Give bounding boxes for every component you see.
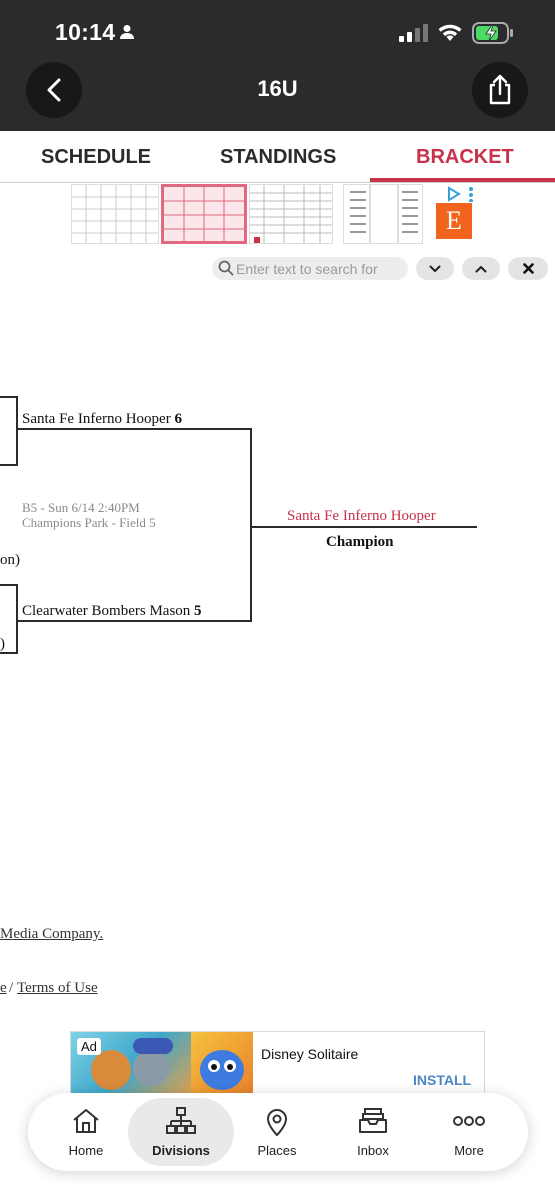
tab-schedule[interactable]: SCHEDULE [41, 146, 152, 168]
ad-install-button[interactable]: INSTALL [413, 1072, 472, 1088]
close-icon [522, 263, 534, 274]
search-icon [218, 260, 234, 281]
battery-charging-icon [472, 22, 514, 49]
company-link[interactable]: Media Company. [0, 926, 104, 942]
game-info[interactable]: B5 - Sun 6/14 2:40PM Champions Park - Fi… [22, 500, 156, 530]
active-tab-indicator [370, 178, 555, 182]
ad-thumbnail [71, 184, 159, 244]
home-icon [71, 1106, 101, 1141]
cut-off-text: ) [0, 636, 5, 652]
ad-title: Disney Solitaire [261, 1046, 359, 1062]
back-button[interactable] [26, 62, 82, 118]
ad-image [191, 1032, 253, 1098]
champion-team[interactable]: Santa Fe Inferno Hooper [287, 508, 436, 524]
ad-badge: Ad [77, 1038, 101, 1055]
etsy-logo: E [436, 203, 472, 239]
bracket-line [0, 652, 18, 654]
divisions-icon [166, 1106, 196, 1143]
ad-thumbnail [343, 184, 423, 244]
chevron-left-icon [47, 78, 61, 102]
search-input[interactable] [236, 258, 404, 279]
home-indicator-area [0, 1187, 555, 1200]
bracket-line [18, 620, 252, 622]
nav-label: More [454, 1143, 484, 1158]
bracket-line [0, 464, 18, 466]
bracket-team-top[interactable]: Santa Fe Inferno Hooper 6 [22, 411, 182, 428]
bracket-line [0, 584, 18, 586]
bracket-line [250, 428, 252, 622]
page-title: 16U [257, 76, 298, 101]
location-pin-icon [264, 1106, 290, 1143]
team-score: 5 [194, 603, 202, 619]
bracket-line [16, 584, 18, 654]
champion-label: Champion [326, 534, 394, 550]
search-box[interactable] [212, 257, 408, 280]
bracket-line [16, 396, 18, 466]
nav-label: Home [68, 1143, 104, 1158]
nav-divisions[interactable]: Divisions [128, 1098, 234, 1166]
ad-choices-icon[interactable] [447, 186, 475, 207]
person-icon [119, 24, 135, 45]
chevron-down-icon [429, 265, 441, 272]
nav-home[interactable]: Home [38, 1093, 134, 1171]
bracket-line [0, 396, 18, 398]
game-code: B5 - Sun 6/14 2:40PM [22, 500, 140, 515]
signal-icon [399, 24, 429, 47]
privacy-link[interactable]: e [0, 980, 7, 996]
share-icon [489, 74, 511, 105]
ad-thumbnail [161, 184, 247, 244]
footer-separator: / [9, 980, 14, 996]
bottom-ad-banner[interactable]: Ad Disney Solitaire INSTALL [70, 1031, 485, 1098]
cut-off-text: on) [0, 552, 20, 568]
tab-bar: SCHEDULE STANDINGS BRACKET [0, 131, 555, 183]
nav-label: Inbox [357, 1143, 389, 1158]
nav-more[interactable]: More [421, 1093, 517, 1171]
ad-thumbnail [249, 184, 333, 244]
wifi-icon [437, 22, 463, 47]
app-header: 10:14 16U [0, 0, 555, 131]
nav-label: Divisions [152, 1143, 210, 1158]
tab-bracket[interactable]: BRACKET [416, 146, 514, 168]
search-next-button[interactable] [416, 257, 454, 280]
terms-link[interactable]: Terms of Use [17, 980, 98, 996]
search-previous-button[interactable] [462, 257, 500, 280]
bottom-nav: Home Divisions Places Inbox More [28, 1093, 528, 1171]
search-close-button[interactable] [508, 257, 548, 280]
status-time: 10:14 [55, 19, 116, 45]
game-location: Champions Park - Field 5 [22, 515, 156, 530]
inbox-icon [358, 1106, 388, 1141]
bracket-line [18, 428, 252, 430]
more-icon [453, 1106, 485, 1141]
share-button[interactable] [472, 62, 528, 118]
nav-inbox[interactable]: Inbox [325, 1093, 421, 1171]
tab-standings[interactable]: STANDINGS [220, 146, 337, 168]
bracket-team-bottom[interactable]: Clearwater Bombers Mason 5 [22, 603, 202, 620]
nav-places[interactable]: Places [229, 1093, 325, 1171]
top-ad-banner[interactable]: E [71, 184, 481, 244]
bracket: Santa Fe Inferno Hooper 6 Clearwater Bom… [0, 300, 555, 940]
team-name: Santa Fe Inferno Hooper [22, 411, 171, 427]
nav-label: Places [257, 1143, 297, 1158]
chevron-up-icon [475, 265, 487, 272]
team-score: 6 [174, 411, 182, 427]
team-name: Clearwater Bombers Mason [22, 603, 191, 619]
bracket-line [252, 526, 477, 528]
